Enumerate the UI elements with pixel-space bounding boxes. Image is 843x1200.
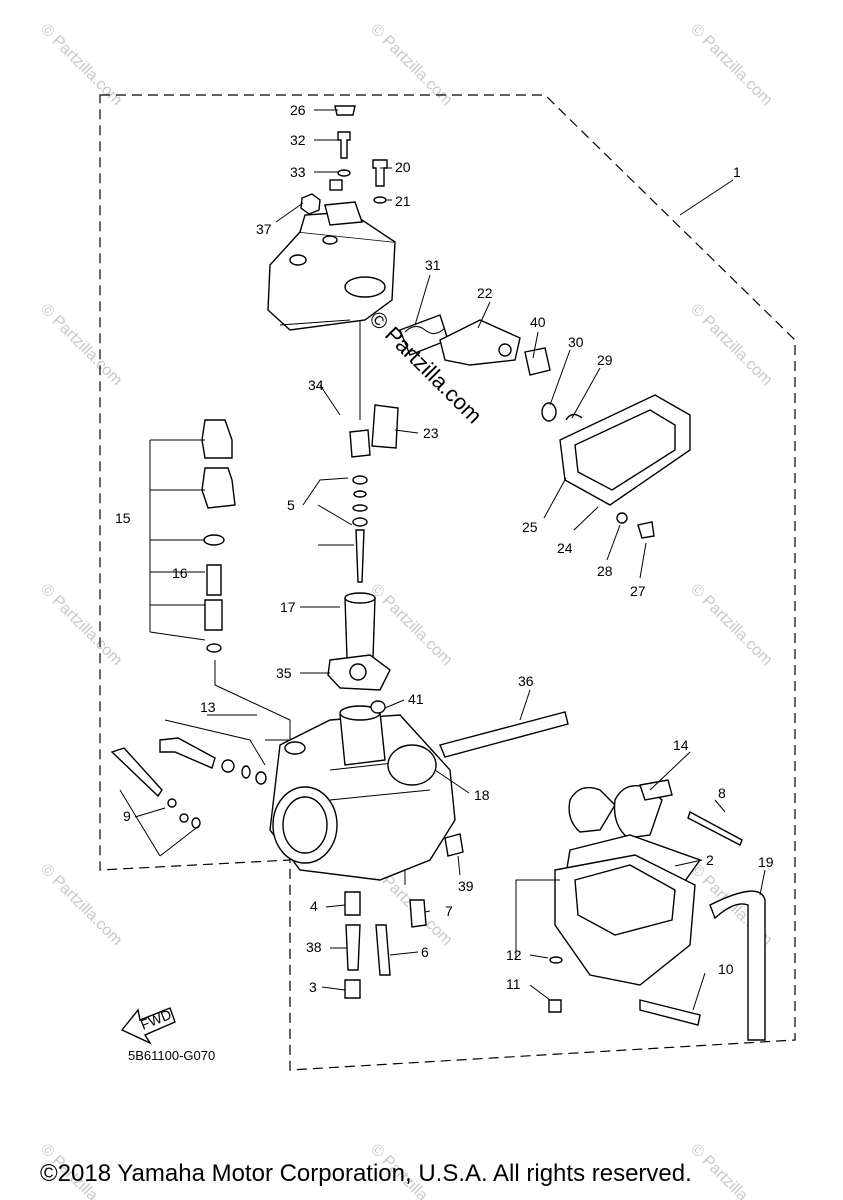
jet-parts: [344, 869, 427, 999]
label-22: 22: [477, 285, 493, 301]
right-upper-parts: [370, 700, 569, 857]
label-38: 38: [306, 939, 322, 955]
label-33: 33: [290, 164, 306, 180]
label-24: 24: [557, 540, 573, 556]
watermark: © Partzilla.com: [687, 21, 775, 109]
drawing-code: 5B61100-G070: [128, 1048, 216, 1063]
left-stack: [149, 419, 291, 750]
label-19: 19: [758, 854, 774, 870]
label-6: 6: [421, 944, 429, 960]
label-18: 18: [474, 787, 490, 803]
pilot-screw-group: [110, 719, 267, 857]
watermark: © Partzilla.com: [687, 1141, 775, 1200]
watermark: © Partzilla.com: [37, 21, 125, 109]
cover-plate: [559, 394, 691, 539]
label-9: 9: [123, 808, 131, 824]
label-39: 39: [458, 878, 474, 894]
label-12: 12: [506, 947, 522, 963]
label-30: 30: [568, 334, 584, 350]
label-15: 15: [115, 510, 131, 526]
label-2: 2: [706, 852, 714, 868]
label-5: 5: [287, 497, 295, 513]
label-23: 23: [423, 425, 439, 441]
throttle-slide: [327, 592, 391, 691]
label-16: 16: [172, 565, 188, 581]
drain-hose: [709, 890, 766, 1041]
label-10: 10: [718, 961, 734, 977]
label-21: 21: [395, 193, 411, 209]
watermark: © Partzilla.com: [367, 21, 455, 109]
top-cover: [267, 179, 396, 331]
label-28: 28: [597, 563, 613, 579]
watermark: © Partzilla.com: [687, 581, 775, 669]
label-25: 25: [522, 519, 538, 535]
watermark: © Partzilla.com: [37, 301, 125, 389]
needle-assembly: [349, 320, 399, 583]
label-13: 13: [200, 699, 216, 715]
label-37: 37: [256, 221, 272, 237]
label-41: 41: [408, 691, 424, 707]
float-bowl: [548, 779, 743, 1026]
part-labels: 1 2 3 4 5 6 7 8 9 10 11 12 13 14 15 16 1…: [115, 102, 774, 995]
carburetor-body: [269, 705, 456, 881]
label-17: 17: [280, 599, 296, 615]
label-27: 27: [630, 583, 646, 599]
label-35: 35: [276, 665, 292, 681]
watermark: © Partzilla.com: [687, 301, 775, 389]
label-4: 4: [310, 898, 318, 914]
label-1: 1: [733, 164, 741, 180]
label-32: 32: [290, 132, 306, 148]
top-small-parts: [300, 105, 388, 215]
throttle-linkage: [399, 314, 583, 422]
assembly-boundary: [99, 94, 796, 1071]
label-29: 29: [597, 352, 613, 368]
label-26: 26: [290, 102, 306, 118]
label-36: 36: [518, 673, 534, 689]
label-31: 31: [425, 257, 441, 273]
label-7: 7: [445, 903, 453, 919]
label-20: 20: [395, 159, 411, 175]
label-11: 11: [506, 976, 521, 992]
label-14: 14: [673, 737, 689, 753]
label-3: 3: [309, 979, 317, 995]
fwd-arrow: FWD: [120, 1006, 176, 1045]
label-8: 8: [718, 785, 726, 801]
watermark: © Partzilla.com: [367, 581, 455, 669]
watermark: © Partzilla.com: [37, 861, 125, 949]
leader-lines: [134, 109, 766, 1011]
label-40: 40: [530, 314, 546, 330]
copyright-notice: ©2018 Yamaha Motor Corporation, U.S.A. A…: [40, 1160, 692, 1187]
watermark: © Partzilla.com: [37, 581, 125, 669]
label-34: 34: [308, 377, 324, 393]
